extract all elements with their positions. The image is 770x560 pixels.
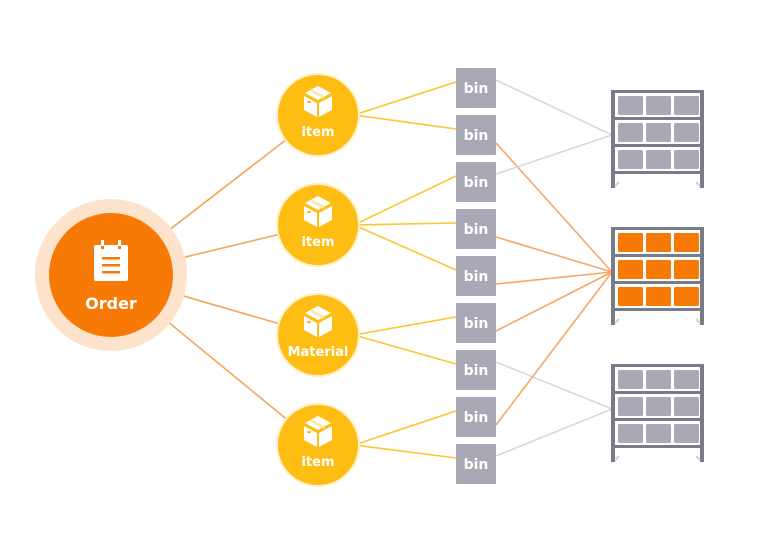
box-icon bbox=[304, 196, 332, 227]
item-node-3: Material bbox=[276, 293, 360, 377]
bins-layer: bin bin bin bin bin bin bin bin bin bbox=[456, 68, 496, 484]
link-order-item-1 bbox=[157, 138, 287, 239]
shelf-3-slot bbox=[646, 370, 671, 389]
item-node-1: item bbox=[276, 73, 360, 157]
bin-label: bin bbox=[464, 457, 489, 473]
link-item2-bin3 bbox=[353, 175, 457, 226]
box-icon bbox=[304, 416, 332, 447]
box-icon bbox=[304, 306, 332, 337]
shelf-3-slot bbox=[646, 397, 671, 416]
link-bin2-shelf2 bbox=[495, 142, 613, 273]
shelf-2-slot bbox=[646, 233, 671, 252]
shelf-1-slot bbox=[618, 123, 643, 142]
order-node: Order bbox=[35, 199, 187, 351]
shelf-3-slot bbox=[674, 370, 699, 389]
box-icon bbox=[304, 86, 332, 117]
item-label: Material bbox=[288, 345, 349, 360]
link-order-item-3 bbox=[168, 290, 280, 325]
notepad-icon bbox=[94, 240, 128, 281]
item-label: item bbox=[301, 455, 334, 470]
bin-label: bin bbox=[464, 363, 489, 379]
shelf-2-slot bbox=[618, 260, 643, 279]
link-item2-bin4 bbox=[353, 222, 457, 226]
bin-label: bin bbox=[464, 316, 489, 332]
link-item3-bin6 bbox=[353, 316, 457, 336]
bin-2: bin bbox=[456, 115, 496, 155]
shelf-2-slot bbox=[674, 287, 699, 306]
link-item1-bin2 bbox=[353, 114, 457, 130]
bin-4: bin bbox=[456, 209, 496, 249]
shelves-layer bbox=[611, 90, 704, 462]
shelf-1-slot bbox=[618, 150, 643, 169]
bin-7: bin bbox=[456, 350, 496, 390]
bin-label: bin bbox=[464, 410, 489, 426]
shelf-2-slot bbox=[618, 287, 643, 306]
bin-label: bin bbox=[464, 81, 489, 97]
link-bin4-shelf2 bbox=[495, 236, 613, 273]
shelf-2-slot bbox=[674, 233, 699, 252]
shelf-3-slot bbox=[674, 424, 699, 443]
bin-label: bin bbox=[464, 128, 489, 144]
shelf-3-slot bbox=[674, 397, 699, 416]
shelf-3-slot bbox=[618, 424, 643, 443]
link-bin6-shelf2 bbox=[495, 271, 613, 332]
shelf-2-slot bbox=[674, 260, 699, 279]
link-bin8-shelf2 bbox=[495, 271, 613, 426]
link-item4-bin9 bbox=[353, 444, 457, 459]
shelf-1-slot bbox=[646, 123, 671, 142]
shelf-3-slot bbox=[618, 370, 643, 389]
link-item4-bin8 bbox=[353, 410, 457, 446]
link-bin3-shelf1 bbox=[495, 134, 613, 175]
link-order-item-2 bbox=[169, 233, 280, 262]
shelf-3-rack-icon bbox=[611, 364, 704, 462]
shelf-2-rack-icon bbox=[611, 227, 704, 325]
links-layer bbox=[156, 79, 613, 459]
link-bin5-shelf2 bbox=[495, 271, 613, 285]
bin-label: bin bbox=[464, 269, 489, 285]
shelf-3-slot bbox=[646, 424, 671, 443]
shelf-2-slot bbox=[618, 233, 643, 252]
shelf-1-slot bbox=[674, 150, 699, 169]
shelf-1-slot bbox=[674, 123, 699, 142]
shelf-2-slot bbox=[646, 287, 671, 306]
shelf-1-slot bbox=[646, 150, 671, 169]
link-item2-bin5 bbox=[353, 224, 457, 271]
link-item1-bin1 bbox=[353, 81, 457, 116]
link-order-item-4 bbox=[156, 312, 288, 421]
shelf-2-slot bbox=[646, 260, 671, 279]
item-label: item bbox=[301, 235, 334, 250]
shelf-1-slot bbox=[618, 96, 643, 115]
order-label: Order bbox=[85, 294, 137, 313]
link-item3-bin7 bbox=[353, 334, 457, 365]
bin-9: bin bbox=[456, 444, 496, 484]
link-bin9-shelf3 bbox=[495, 408, 613, 457]
link-bin1-shelf1 bbox=[495, 79, 613, 136]
item-label: item bbox=[301, 125, 334, 140]
bin-8: bin bbox=[456, 397, 496, 437]
bin-6: bin bbox=[456, 303, 496, 343]
shelf-1-slot bbox=[674, 96, 699, 115]
bin-label: bin bbox=[464, 222, 489, 238]
shelf-1-rack-icon bbox=[611, 90, 704, 188]
bin-3: bin bbox=[456, 162, 496, 202]
bin-1: bin bbox=[456, 68, 496, 108]
link-bin7-shelf3 bbox=[495, 361, 613, 410]
item-node-2: item bbox=[276, 183, 360, 267]
shelf-1-slot bbox=[646, 96, 671, 115]
bin-label: bin bbox=[464, 175, 489, 191]
shelf-3-slot bbox=[618, 397, 643, 416]
item-node-4: item bbox=[276, 403, 360, 487]
bin-5: bin bbox=[456, 256, 496, 296]
